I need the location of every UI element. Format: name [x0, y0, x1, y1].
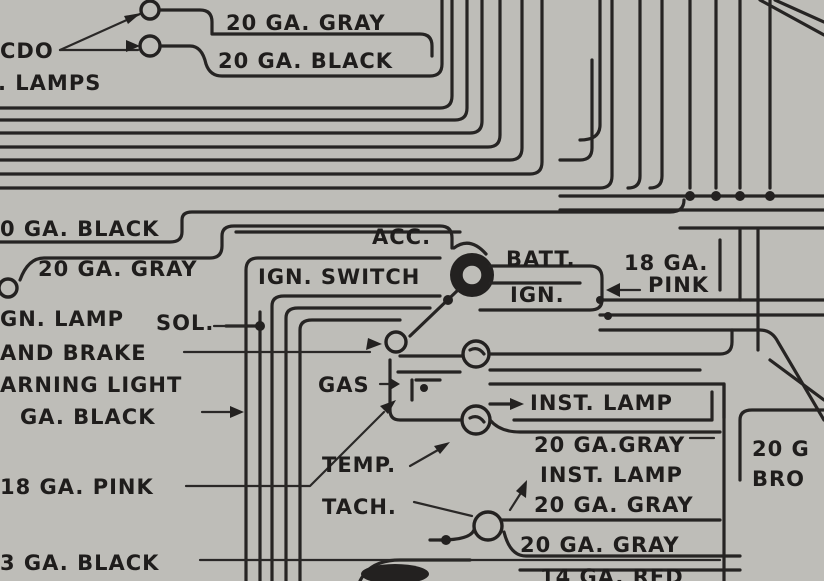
label-ga-gray-2: 20 GA. GRAY	[534, 493, 694, 517]
switch-right-wires	[598, 228, 824, 482]
label-ign-switch: IGN. SWITCH	[258, 265, 420, 289]
instrument-cluster	[384, 296, 734, 581]
upper-right-wires	[558, 0, 824, 230]
label-inst-lamp-2: INST. LAMP	[540, 463, 683, 487]
terminal-gray-left	[0, 277, 19, 299]
label-temp: TEMP.	[322, 453, 396, 477]
label-gray-top: 20 GA. GRAY	[226, 11, 386, 35]
label-ga-black-left: 0 GA. BLACK	[0, 217, 159, 241]
label-ga-black-bottom: 3 GA. BLACK	[0, 551, 159, 575]
label-sol: SOL.	[156, 311, 214, 335]
terminal-top-1	[139, 0, 161, 21]
tach-gauge	[358, 480, 742, 581]
label-pink: PINK	[648, 273, 709, 297]
label-tach: TACH.	[322, 495, 397, 519]
left-vertical-trunk	[224, 256, 442, 581]
label-warning-light: ARNING LIGHT	[0, 373, 182, 397]
ignition-switch	[408, 241, 604, 338]
label-ga-black-mid: GA. BLACK	[20, 405, 156, 429]
tach-terminal	[472, 510, 504, 542]
label-ga-red: 14 GA. RED	[540, 565, 684, 581]
label-ga-gray-3: 20 GA. GRAY	[520, 533, 680, 557]
label-ga-gray-left: 20 GA. GRAY	[38, 257, 198, 281]
label-hand-brake: AND BRAKE	[0, 341, 147, 365]
label-ign-lamp: GN. LAMP	[0, 307, 124, 331]
labels: 20 GA. GRAY 20 GA. BLACK CDO . LAMPS 0 G…	[0, 11, 810, 581]
hand-brake-lamp-terminal	[384, 330, 408, 354]
label-cdo: CDO	[0, 39, 54, 63]
label-brow: BRO	[752, 467, 805, 491]
label-leaders	[182, 324, 722, 562]
top-left-terminals	[58, 0, 444, 78]
label-acc: ACC.	[372, 225, 431, 249]
label-ign: IGN.	[510, 283, 565, 307]
label-gas: GAS	[318, 373, 370, 397]
label-18-ga: 18 GA.	[624, 251, 708, 275]
gauge-terminal-lower	[460, 404, 492, 436]
label-black-top: 20 GA. BLACK	[218, 49, 393, 73]
label-batt: BATT.	[506, 247, 576, 271]
label-lamps: . LAMPS	[0, 71, 101, 95]
mid-left-harness	[0, 198, 686, 299]
label-ga-gray-inst: 20 GA.GRAY	[534, 433, 685, 457]
terminal-top-2	[138, 34, 162, 58]
label-20-g-right: 20 G	[752, 437, 810, 461]
top-harness-bundle	[0, 0, 772, 190]
label-inst-lamp: INST. LAMP	[530, 391, 673, 415]
label-ga-pink-left: 18 GA. PINK	[0, 475, 154, 499]
